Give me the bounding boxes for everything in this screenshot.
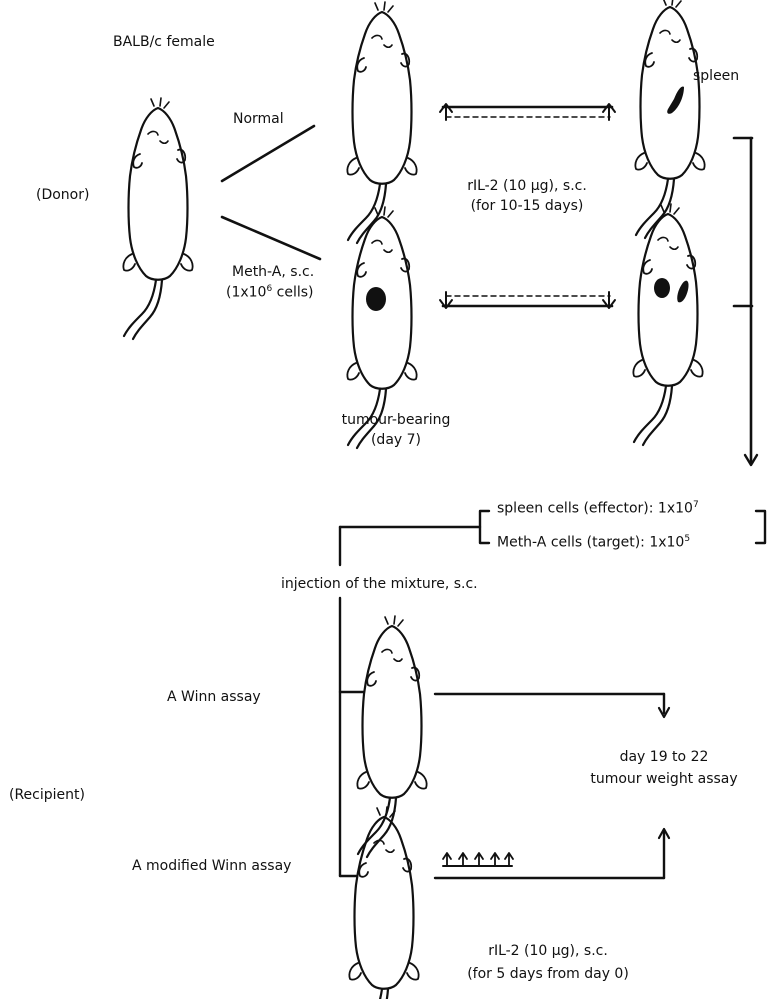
ril2-treatment-arrow-tumour <box>440 292 615 308</box>
strain-label: BALB/c female <box>113 34 215 51</box>
ril2-treatment-arrow-normal <box>440 104 615 120</box>
treated-tumour-mouse <box>633 204 702 445</box>
day7-label: (day 7) <box>332 432 460 449</box>
donor-mouse <box>123 98 192 339</box>
recipient-label: (Recipient) <box>9 787 85 804</box>
spleen-label: spleen <box>693 68 739 85</box>
modified-winn-assay-label: A modified Winn assay <box>132 858 291 875</box>
tumour-mark <box>654 278 670 298</box>
branch-line-normal <box>222 126 314 181</box>
endpoint-assay-label: tumour weight assay <box>574 771 754 788</box>
recipient-branch <box>340 598 364 876</box>
ril2-recipient-label: rIL-2 (10 μg), s.c. <box>448 943 648 960</box>
ril2-duration-label: (for 10-15 days) <box>432 198 622 215</box>
enlarged-spleen-mark <box>677 281 688 303</box>
meth-a-route-label: Meth-A, s.c. <box>232 264 314 281</box>
endpoint-days-label: day 19 to 22 <box>574 749 754 766</box>
winn-assay-arrow <box>435 694 669 717</box>
modified-winn-assay-arrow <box>435 829 669 878</box>
tumour-mark <box>366 287 386 311</box>
meth-a-dose-label: (1x106 cells) <box>226 284 314 301</box>
donor-label: (Donor) <box>36 187 89 204</box>
ril2-daily-injection-arrows <box>443 853 513 866</box>
winn-recipient-mouse <box>357 616 426 857</box>
meth-a-cells-label: Meth-A cells (target): 1x105 <box>497 534 690 551</box>
branch-line-meth-a <box>222 217 320 259</box>
enlarged-spleen-mark <box>667 87 684 114</box>
spleen-cells-label: spleen cells (effector): 1x107 <box>497 500 699 517</box>
ril2-treatment-label: rIL-2 (10 μg), s.c. <box>432 178 622 195</box>
normal-group-label: Normal <box>233 111 284 128</box>
tumour-bearing-label: tumour-bearing <box>332 412 460 429</box>
ril2-recipient-duration-label: (for 5 days from day 0) <box>432 966 664 983</box>
winn-assay-label: A Winn assay <box>167 689 261 706</box>
normal-mouse <box>347 2 416 243</box>
injection-label: injection of the mixture, s.c. <box>281 576 478 593</box>
spleen-collection-bracket <box>734 138 757 465</box>
treated-normal-mouse <box>635 0 704 238</box>
